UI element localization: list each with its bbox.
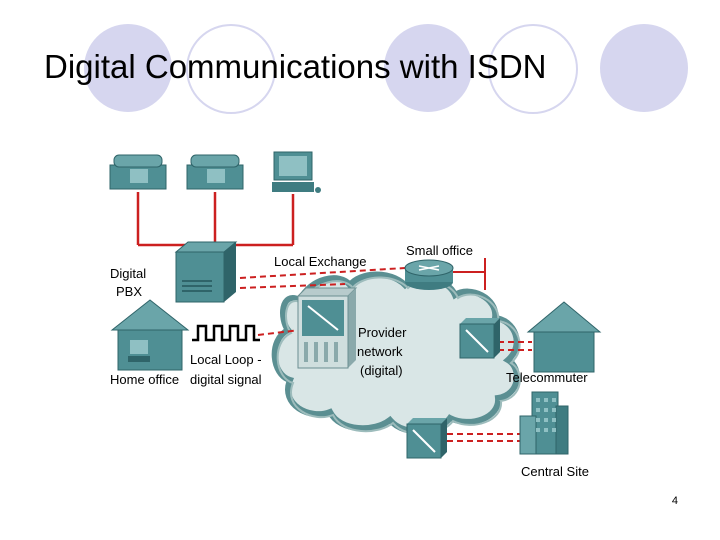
label-local-loop: Local Loop - xyxy=(190,352,262,367)
label-digital-pbx-line1: Digital xyxy=(110,266,147,281)
decorative-circle xyxy=(488,24,578,114)
computer-icon xyxy=(272,151,321,193)
label-digital-pbx-line2: PBX xyxy=(116,284,143,299)
label-digital-signal: digital signal xyxy=(190,372,262,387)
isdn-switch-icon xyxy=(406,418,447,459)
isdn-switch-icon xyxy=(459,318,500,359)
pbx-wiring xyxy=(136,192,295,247)
house-icon xyxy=(110,299,190,371)
isdn-switch-icon xyxy=(296,287,358,369)
pbx-switch-icon xyxy=(174,241,238,303)
label-local-exchange: Local Exchange xyxy=(274,254,367,269)
digital-signal-waveform xyxy=(192,324,260,342)
building-icon xyxy=(519,391,569,455)
page-number: 4 xyxy=(671,495,678,507)
decorative-circle xyxy=(84,24,172,112)
dashed-links xyxy=(239,267,532,442)
label-provider-line1: Provider xyxy=(358,325,407,340)
house-icon xyxy=(526,301,602,373)
label-home-office: Home office xyxy=(110,372,180,387)
router-icon xyxy=(404,259,454,290)
decorative-circle xyxy=(186,24,276,114)
label-central-site: Central Site xyxy=(521,464,589,479)
label-small-office: Small office xyxy=(406,243,473,258)
label-provider-line2: network xyxy=(357,344,403,359)
slide-title: Digital Communications with ISDN xyxy=(44,48,547,85)
label-provider-line3: (digital) xyxy=(360,363,403,378)
decorative-circle xyxy=(600,24,688,112)
phone-icon xyxy=(186,154,244,190)
decorative-circle xyxy=(384,24,472,112)
phone-icon xyxy=(109,154,167,190)
label-telecommuter: Telecommuter xyxy=(506,370,588,385)
